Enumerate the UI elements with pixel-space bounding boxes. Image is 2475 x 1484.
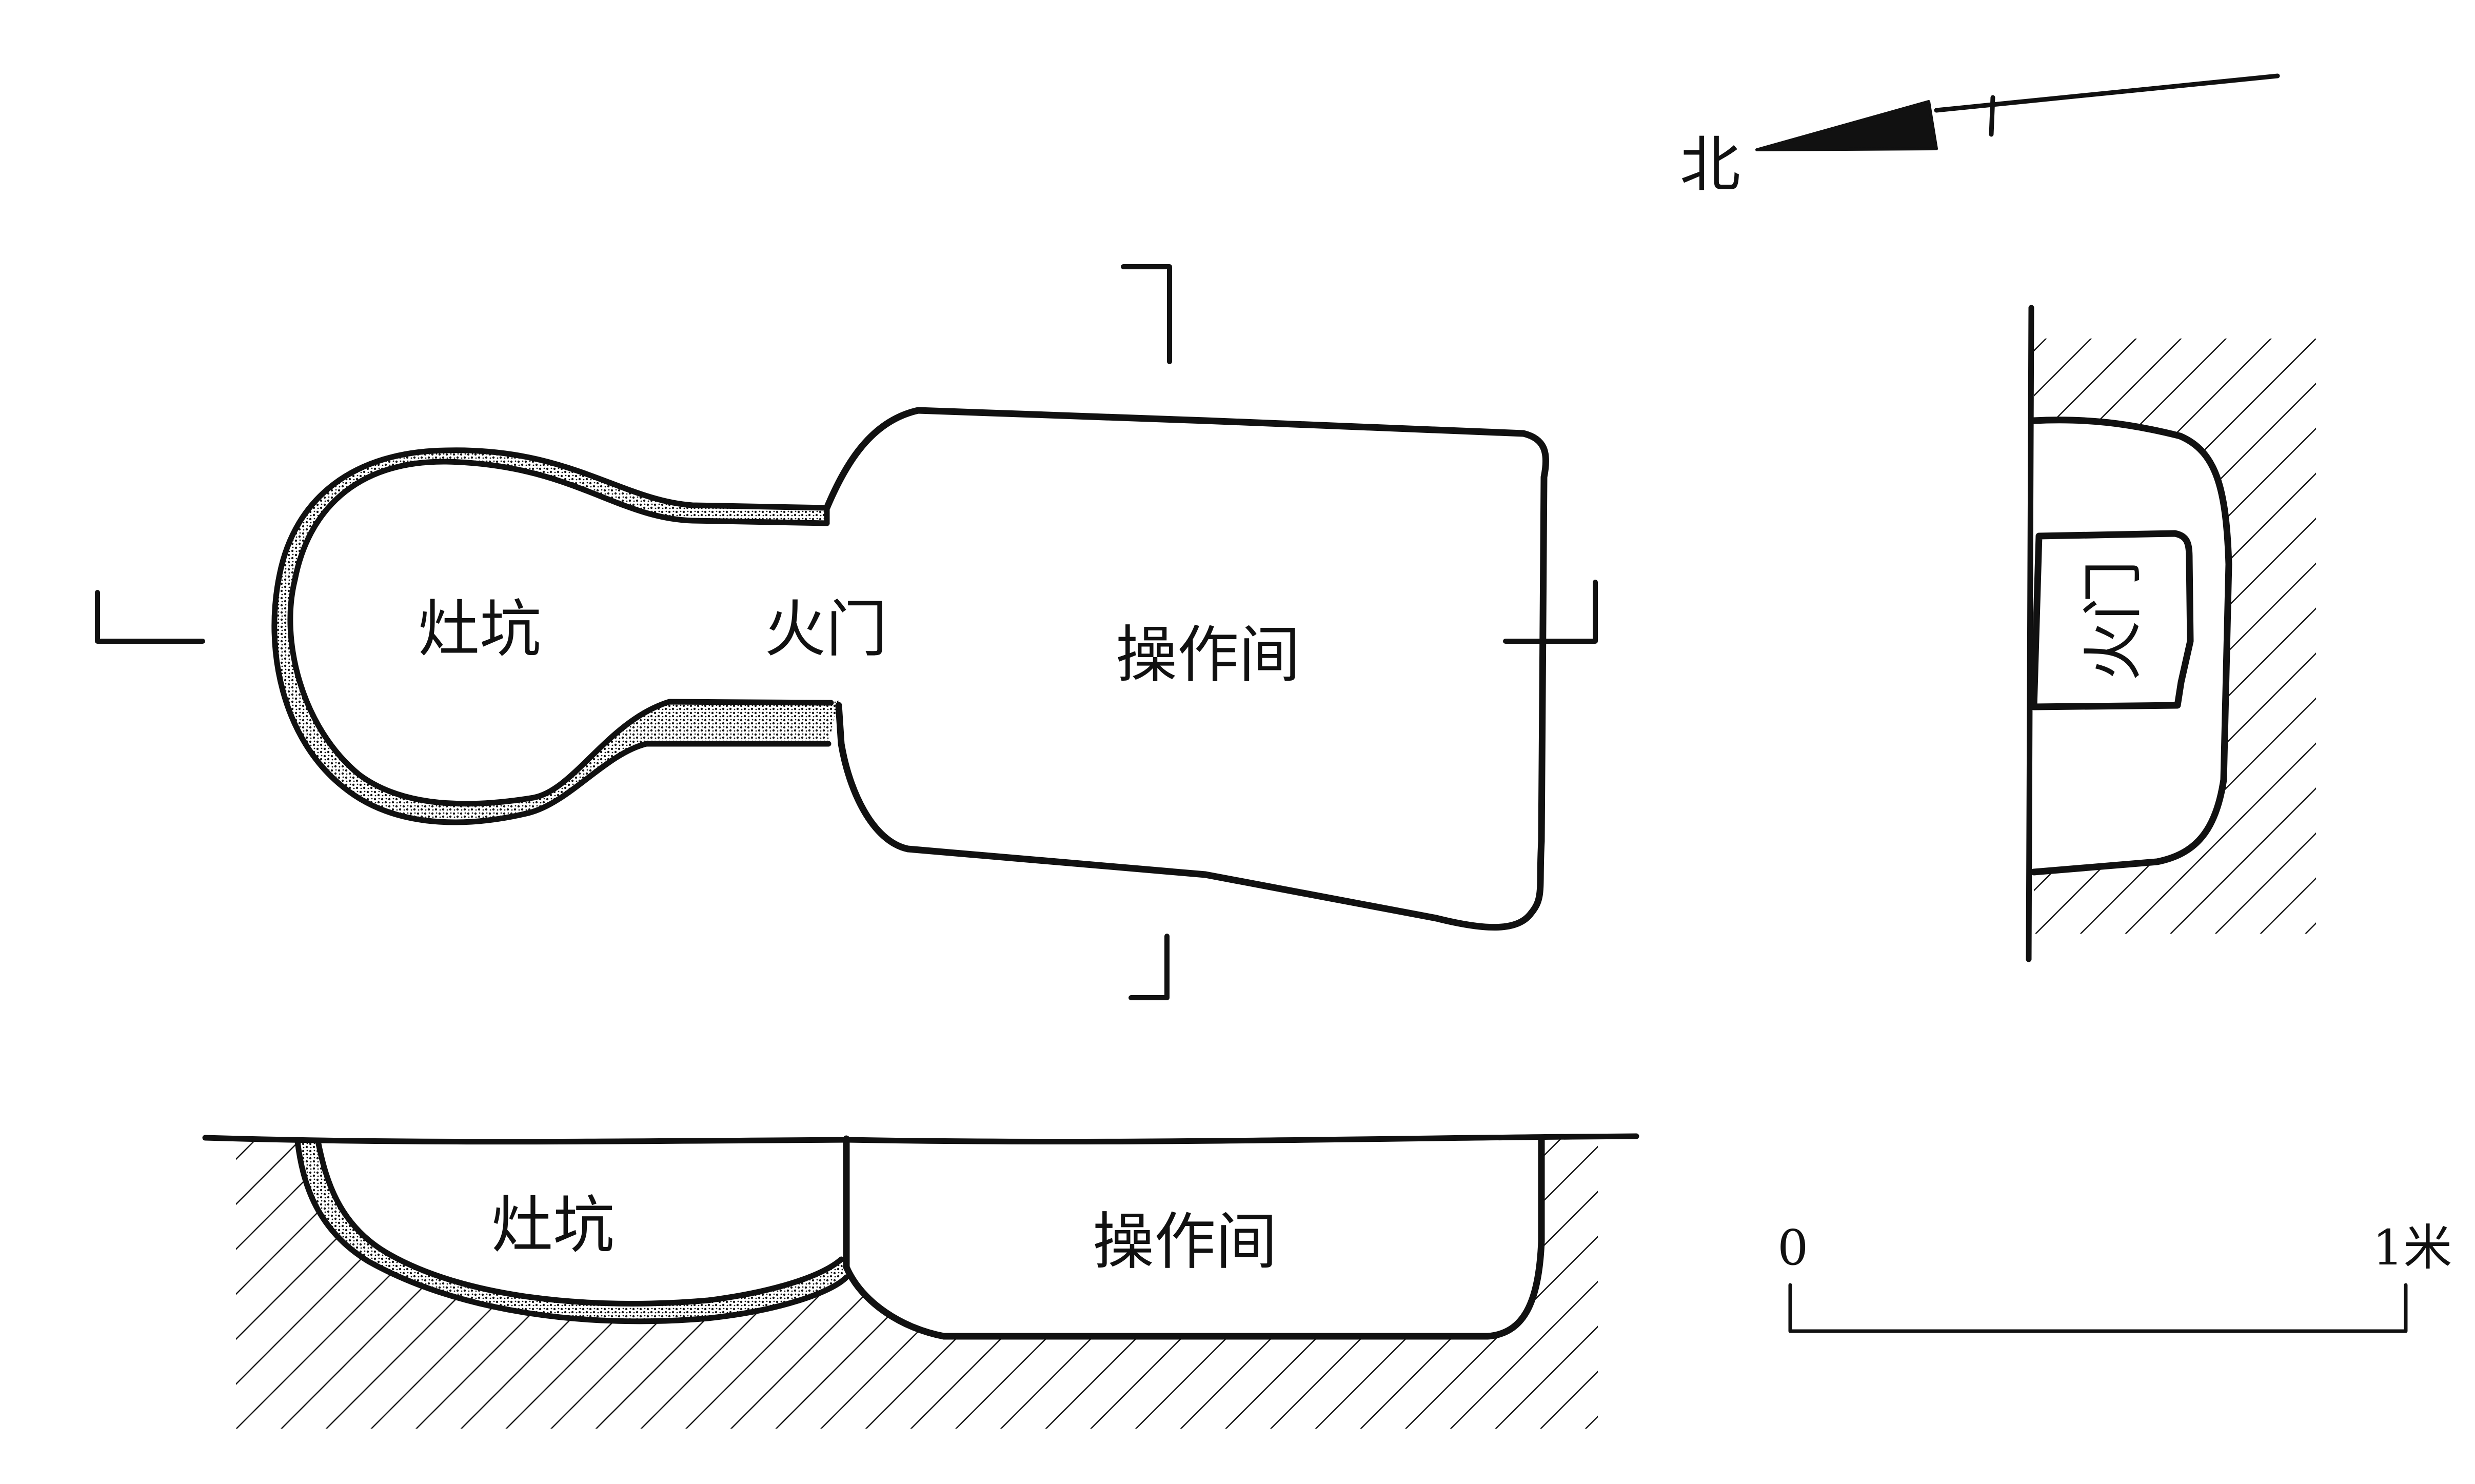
stove-pit-outer-outline (271, 447, 831, 825)
side-section-ground-line (2026, 305, 2034, 962)
side-label-fire-door: 火门 (2078, 560, 2149, 681)
scale-bar-line (1788, 1283, 2408, 1333)
side-fire-door-outline (2030, 530, 2194, 710)
north-arrow-head-icon (1755, 100, 1938, 151)
plan-label-operation-room: 操作间 (1116, 620, 1300, 691)
section-pit-inner-outline (315, 1138, 844, 1307)
section-marker-top (1121, 264, 1172, 364)
longitudinal-section-view: 灶坑 操作间 (202, 1133, 1639, 1429)
scale-bar: 0 1米 (1777, 1220, 2452, 1333)
section-ground-surface (202, 1133, 1639, 1145)
side-section-view: 火门 (2026, 305, 2316, 962)
stove-pit-lining (274, 450, 839, 822)
section-room-outline (843, 1135, 1545, 1340)
north-arrow-tick (1989, 95, 1995, 137)
scale-bar-start-label: 0 (1777, 1220, 1808, 1276)
stove-pit-inner-outline (287, 459, 834, 807)
section-label-operation-room: 操作间 (1093, 1206, 1277, 1278)
plan-label-fire-door: 火门 (764, 594, 887, 665)
scale-bar-end-label: 1米 (2372, 1220, 2452, 1276)
section-pit-outer-outline (294, 1138, 849, 1324)
section-marker-right (1503, 580, 1598, 644)
section-label-stove-pit: 灶坑 (491, 1190, 615, 1261)
plan-label-stove-pit: 灶坑 (418, 594, 541, 665)
section-marker-bottom (1128, 934, 1170, 1000)
north-arrow-shaft (1934, 73, 2280, 113)
section-marker-left (95, 590, 205, 644)
section-earth-hatch (236, 1139, 1598, 1429)
north-arrow: 北 (1680, 73, 2280, 200)
operation-room-outline (823, 407, 1550, 931)
side-section-earth (2034, 339, 2316, 934)
side-section-chamber-outline (2030, 417, 2232, 876)
plan-view: 灶坑 火门 操作间 (95, 264, 1598, 1000)
north-label: 北 (1680, 129, 1740, 200)
